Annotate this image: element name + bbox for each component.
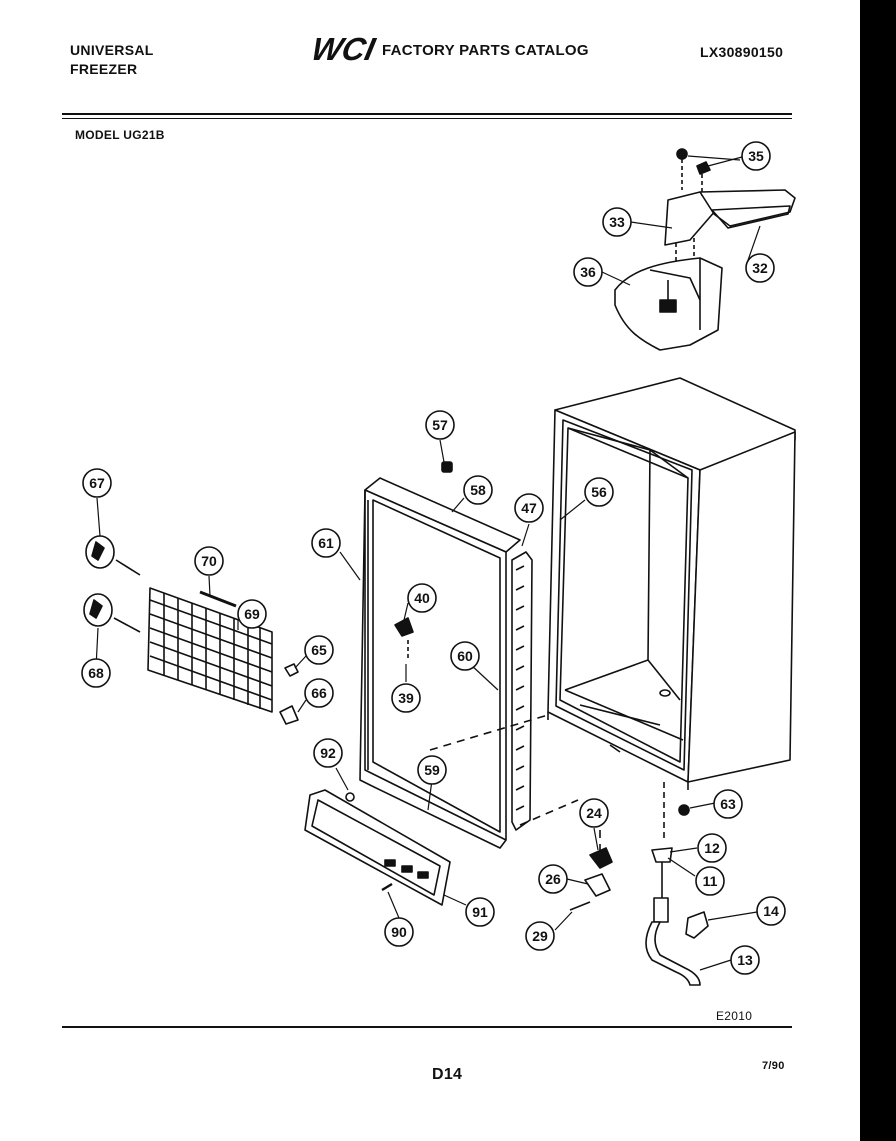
svg-text:32: 32 [752,260,768,276]
model-label: MODEL UG21B [75,128,165,142]
svg-text:57: 57 [432,417,448,433]
svg-text:67: 67 [89,475,105,491]
svg-text:12: 12 [704,840,720,856]
footer-rule [62,1026,792,1028]
svg-text:35: 35 [748,148,764,164]
callout-26: 26 [538,864,568,894]
figure-code: E2010 [716,1009,753,1023]
callout-36: 36 [573,257,603,287]
door-gasket [441,461,533,831]
callout-68: 68 [81,658,111,688]
svg-text:26: 26 [545,871,561,887]
callout-13: 13 [730,945,760,975]
left-scan-edge [0,0,14,1141]
callout-91: 91 [465,897,495,927]
door-liner [359,477,521,849]
svg-text:59: 59 [424,762,440,778]
svg-text:60: 60 [457,648,473,664]
svg-text:56: 56 [591,484,607,500]
callout-60: 60 [450,641,480,671]
callout-63: 63 [713,789,743,819]
svg-text:70: 70 [201,553,217,569]
svg-text:63: 63 [720,796,736,812]
callout-65: 65 [304,635,334,665]
callout-61: 61 [311,528,341,558]
leader-lines [95,155,761,971]
svg-text:47: 47 [521,500,537,516]
svg-text:29: 29 [532,928,548,944]
callout-47: 47 [514,493,544,523]
svg-text:40: 40 [414,590,430,606]
callout-59: 59 [417,755,447,785]
svg-text:69: 69 [244,606,260,622]
svg-text:36: 36 [580,264,596,280]
callout-58: 58 [463,475,493,505]
wci-logo: WCI [308,31,379,67]
svg-text:33: 33 [609,214,625,230]
callout-40: 40 [407,583,437,613]
top-hinge-assembly [614,148,796,351]
cabinet [547,377,796,790]
callout-90: 90 [384,917,414,947]
callout-56: 56 [584,477,614,507]
callout-33: 33 [602,207,632,237]
callout-24: 24 [579,798,609,828]
callout-11: 11 [695,866,725,896]
svg-text:68: 68 [88,665,104,681]
catalog-title: FACTORY PARTS CATALOG [382,42,589,59]
catalog-number: LX30890150 [700,44,784,60]
callout-29: 29 [525,921,555,951]
grille [83,535,299,725]
kick-plate [304,789,451,906]
svg-text:91: 91 [472,904,488,920]
callout-35: 35 [741,141,771,171]
hidden-lines [429,714,601,855]
callout-14: 14 [756,896,786,926]
callout-66: 66 [304,678,334,708]
header-rule [62,113,792,115]
svg-text:65: 65 [311,642,327,658]
svg-text:13: 13 [737,952,753,968]
drain-assembly [569,782,709,986]
brand-line1: UNIVERSAL [70,42,154,58]
header-rule-thin [62,118,792,119]
callout-39: 39 [391,683,421,713]
callout-12: 12 [697,833,727,863]
wci-logo-text: WCI [308,31,379,67]
callout-67: 67 [82,468,112,498]
callout-32: 32 [745,253,775,283]
callout-57: 57 [425,410,455,440]
callout-92: 92 [313,738,343,768]
callout-69: 69 [237,599,267,629]
svg-text:61: 61 [318,535,334,551]
page-number: D14 [432,1066,463,1083]
callout-70: 70 [194,546,224,576]
svg-text:58: 58 [470,482,486,498]
svg-text:92: 92 [320,745,336,761]
svg-text:90: 90 [391,924,407,940]
svg-text:24: 24 [586,805,602,821]
brand-line2: FREEZER [70,61,138,77]
svg-text:11: 11 [703,873,718,889]
date-stamp: 7/90 [762,1060,785,1072]
svg-text:39: 39 [398,690,414,706]
svg-text:66: 66 [311,685,327,701]
svg-text:14: 14 [763,903,779,919]
